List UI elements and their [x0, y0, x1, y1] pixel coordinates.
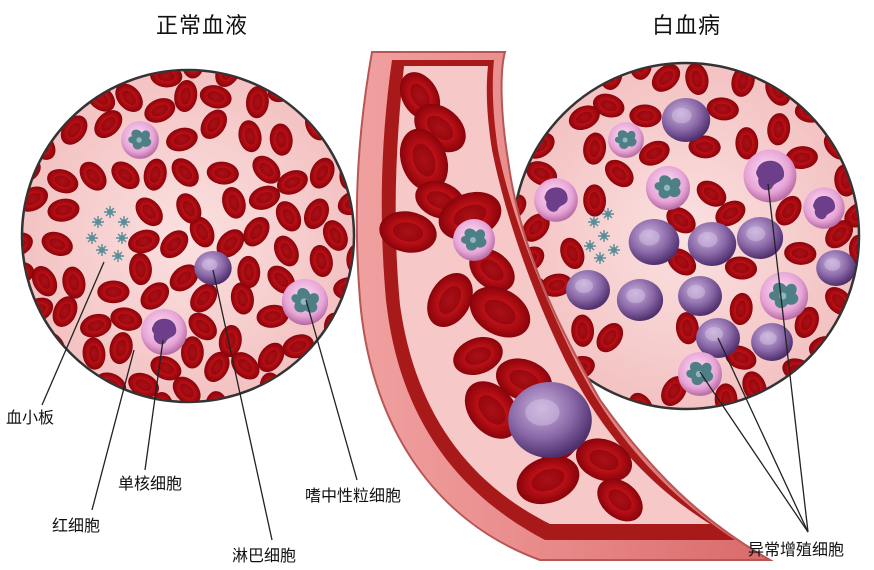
red-blood-cell [97, 281, 129, 304]
neutrophil-cell [121, 121, 159, 159]
abnormal-cell [816, 250, 856, 286]
abnormal-cell [744, 150, 797, 203]
label-lymphocyte: 淋巴细胞 [232, 542, 296, 566]
abnormal-cell [617, 279, 663, 321]
lymphocyte-cell [508, 382, 592, 458]
abnormal-cell [534, 178, 578, 222]
title-normal-blood: 正常血液 [156, 8, 248, 40]
label-platelet: 血小板 [6, 404, 54, 428]
label-red-cell: 红细胞 [52, 512, 100, 536]
lymphocyte-cell [194, 251, 231, 285]
abnormal-cell [678, 276, 722, 316]
neutrophil-cell [678, 352, 722, 396]
monocyte-cell [141, 309, 187, 355]
title-leukemia: 白血病 [652, 8, 721, 40]
label-neutrophil: 嗜中性粒细胞 [305, 482, 401, 506]
label-abnormal-cells: 异常增殖细胞 [748, 536, 844, 560]
abnormal-cell [662, 98, 710, 142]
abnormal-cell [629, 219, 680, 265]
neutrophil-cell [608, 122, 644, 158]
abnormal-cell [566, 270, 610, 310]
normal-blood-circle [0, 46, 373, 425]
neutrophil-cell [760, 272, 808, 320]
neutrophil-cell [453, 219, 495, 261]
label-monocyte: 单核细胞 [118, 470, 182, 494]
abnormal-cell [803, 187, 844, 228]
abnormal-cell [688, 222, 736, 266]
